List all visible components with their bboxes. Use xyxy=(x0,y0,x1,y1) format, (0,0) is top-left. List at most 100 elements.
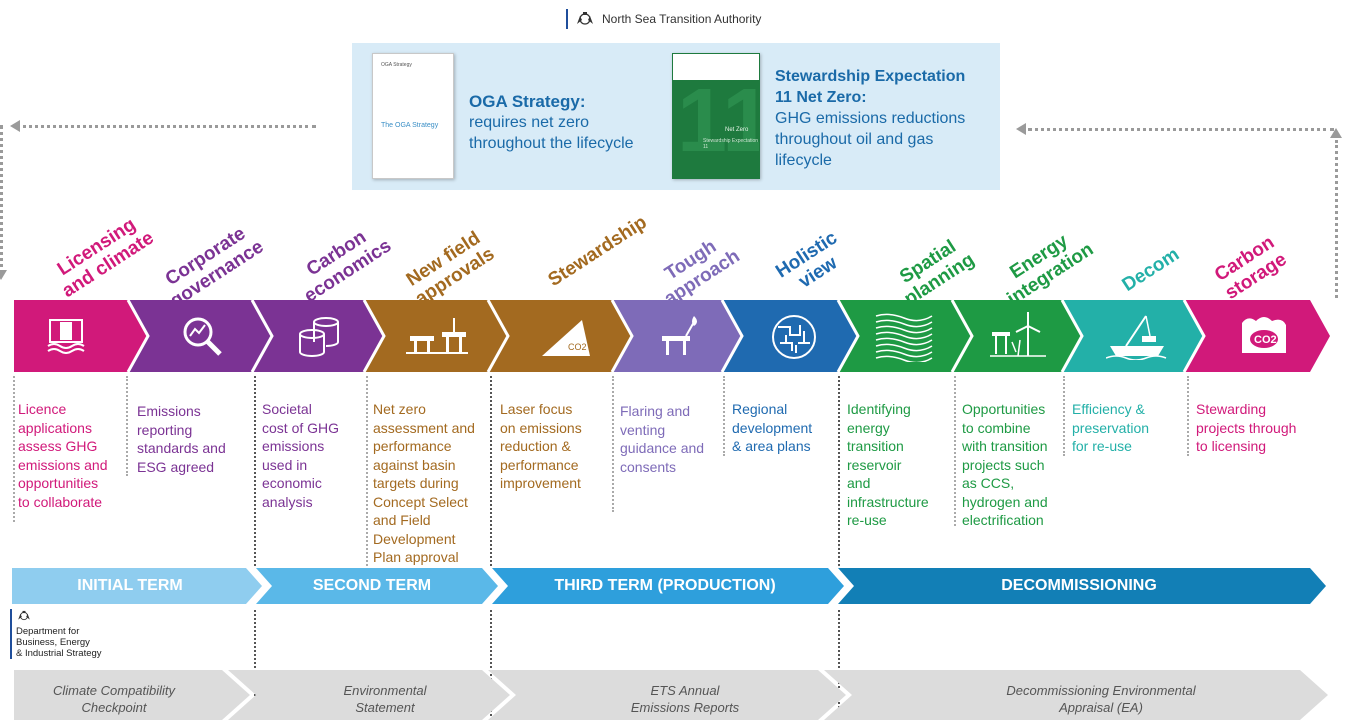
nsta-header: North Sea Transition Authority xyxy=(566,8,761,30)
term-boundary-line xyxy=(490,610,492,720)
doc2-number: 11 xyxy=(677,71,759,171)
stewardship-line: lifecycle xyxy=(775,152,832,169)
co2-warning-icon: CO2 xyxy=(542,320,590,356)
coins-icon xyxy=(299,317,339,357)
royal-crest-icon xyxy=(18,610,30,621)
separator-line xyxy=(612,376,614,512)
stage-label-decom: Decom xyxy=(1118,243,1184,296)
arrowhead-left-icon xyxy=(10,120,20,132)
network-icon xyxy=(772,315,816,359)
nsta-name: North Sea Transition Authority xyxy=(602,12,762,26)
stewardship-title-line: Stewardship Expectation xyxy=(775,68,966,85)
dotted-line-right xyxy=(1335,140,1338,298)
footer-chevron xyxy=(228,670,510,720)
chevron-new-field xyxy=(364,300,508,372)
term-boundary-line xyxy=(254,376,256,566)
oga-strategy-text: OGA Strategy: requires net zero througho… xyxy=(469,91,634,154)
term-third-label: THIRD TERM (PRODUCTION) xyxy=(554,577,776,594)
strategy-panel: OGA Strategy The OGA Strategy OGA Strate… xyxy=(352,43,1000,190)
separator-line xyxy=(366,376,368,566)
term-initial-shape xyxy=(12,568,262,604)
platform-icon xyxy=(406,318,468,354)
term-second-shape xyxy=(256,568,498,604)
waves-icon xyxy=(875,313,933,362)
separator-line xyxy=(126,376,128,476)
co2-storage-icon: CO2 xyxy=(1242,317,1286,353)
royal-crest-icon xyxy=(577,12,593,25)
oga-strategy-title: OGA Strategy: xyxy=(469,92,586,111)
dotted-arrow-left xyxy=(16,125,316,128)
doc1-title: The OGA Strategy xyxy=(381,122,439,129)
term-decom-label: DECOMMISSIONING xyxy=(1001,577,1157,594)
footer-chevron xyxy=(14,670,250,720)
doc2-title: Net Zero xyxy=(725,127,749,133)
arrowhead-down-icon xyxy=(0,270,7,280)
doc2-subtitle: Stewardship Expectation 11 xyxy=(703,138,759,150)
flare-icon xyxy=(662,316,697,355)
chevron-carbon-economics xyxy=(252,300,384,372)
beis-line: Business, Energy xyxy=(16,637,90,648)
stewardship-line: throughout oil and gas xyxy=(775,131,934,148)
stage-label-stewardship: Stewardship xyxy=(544,211,651,291)
oga-strategy-line: throughout the lifecycle xyxy=(469,135,634,152)
svg-text:CO2: CO2 xyxy=(568,342,587,352)
term-second-label: SECOND TERM xyxy=(312,577,432,594)
term-boundary-line xyxy=(490,376,492,566)
footer-chevron xyxy=(824,670,1328,720)
crane-vessel-icon xyxy=(1106,315,1167,360)
dotted-line-left xyxy=(0,125,3,275)
term-decom-shape xyxy=(838,568,1326,604)
chevron-governance xyxy=(128,300,272,372)
beis-logo: Department for Business, Energy & Indust… xyxy=(10,609,102,659)
turbine-icon xyxy=(990,312,1046,357)
term-band xyxy=(12,568,1326,604)
separator-line xyxy=(13,376,15,522)
footer-chevron xyxy=(488,670,846,720)
net-zero-document: 11 Net Zero Stewardship Expectation 11 xyxy=(672,53,760,179)
separator-line xyxy=(1063,376,1065,456)
beis-line: Department for xyxy=(16,626,80,637)
oga-strategy-document: OGA Strategy The OGA Strategy xyxy=(372,53,454,179)
doc1-small-text: OGA Strategy xyxy=(381,62,412,68)
arrowhead-up-icon xyxy=(1330,128,1342,138)
stewardship-expectation-text: Stewardship Expectation 11 Net Zero: GHG… xyxy=(775,66,965,171)
separator-line xyxy=(954,376,956,526)
term-initial-label: INITIAL TERM xyxy=(77,577,183,594)
beis-line: & Industrial Strategy xyxy=(16,648,102,659)
term-boundary-line xyxy=(838,610,840,720)
term-third-shape xyxy=(492,568,844,604)
stewardship-line: GHG emissions reductions xyxy=(775,110,966,127)
regulatory-band xyxy=(14,670,1328,720)
svg-text:CO2: CO2 xyxy=(1254,334,1277,346)
separator-line xyxy=(723,376,725,456)
chevron-stewardship xyxy=(488,300,632,372)
doc2-header xyxy=(673,54,759,80)
term-boundary-line xyxy=(254,610,256,720)
licensing-icon xyxy=(47,319,85,354)
magnifier-icon xyxy=(183,317,222,356)
arrowhead-left-icon xyxy=(1016,123,1026,135)
oga-strategy-line: requires net zero xyxy=(469,114,590,131)
separator-line xyxy=(1187,376,1189,456)
